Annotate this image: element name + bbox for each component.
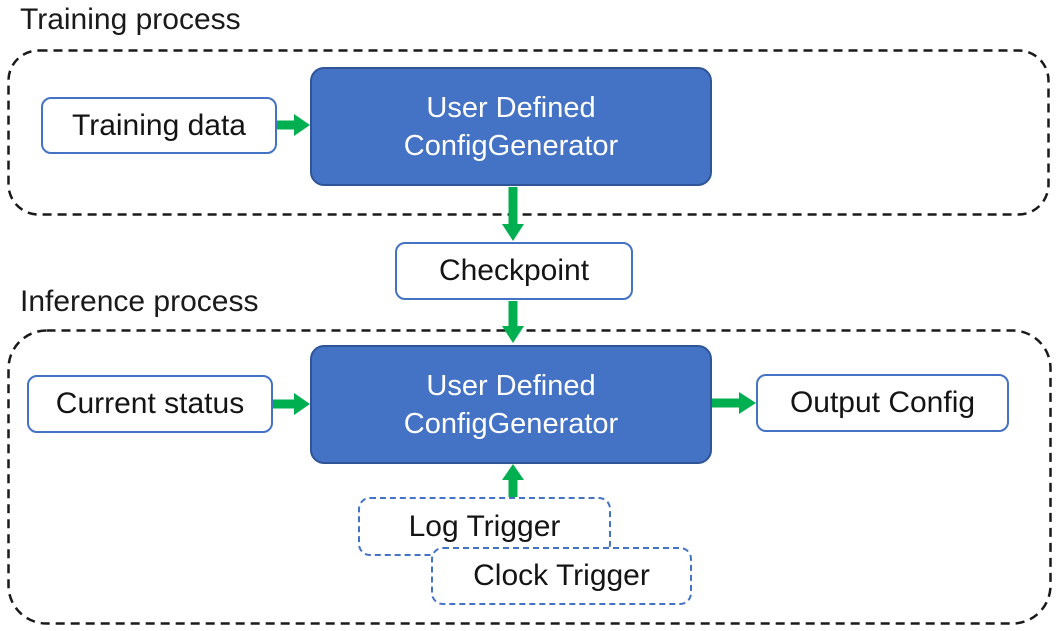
inference-process-label: Inference process (20, 285, 259, 318)
clock-trigger-label: Clock Trigger (473, 559, 650, 592)
training-process-label: Training process (20, 3, 241, 36)
output-config-box: Output Config (756, 374, 1009, 432)
checkpoint-box: Checkpoint (395, 242, 633, 300)
log-trigger-label: Log Trigger (408, 509, 561, 543)
training-data-to-generator-arrow (277, 114, 310, 136)
current-status-label: Current status (55, 387, 245, 420)
training-generator-line2: ConfigGenerator (403, 129, 619, 162)
training-data-box: Training data (41, 97, 277, 154)
training-config-generator-box: User Defined ConfigGenerator (310, 67, 712, 186)
current-status-to-generator-arrow (273, 393, 310, 415)
training-data-label: Training data (72, 108, 246, 142)
trigger-to-generator-arrow (502, 464, 524, 498)
inference-config-generator-box: User Defined ConfigGenerator (310, 345, 712, 464)
output-config-label: Output Config (789, 386, 976, 419)
generator-to-output-arrow (712, 392, 756, 414)
inference-generator-line1: User Defined (426, 369, 596, 402)
training-generator-line1: User Defined (426, 91, 596, 124)
training-process-container (7, 49, 1050, 216)
clock-trigger-box: Clock Trigger (431, 547, 692, 605)
checkpoint-to-generator-arrow (502, 301, 524, 343)
inference-process-container (7, 329, 1052, 625)
inference-generator-line2: ConfigGenerator (403, 407, 619, 440)
checkpoint-label: Checkpoint (438, 254, 590, 287)
generator-to-checkpoint-arrow (502, 187, 524, 241)
current-status-box: Current status (27, 375, 273, 433)
